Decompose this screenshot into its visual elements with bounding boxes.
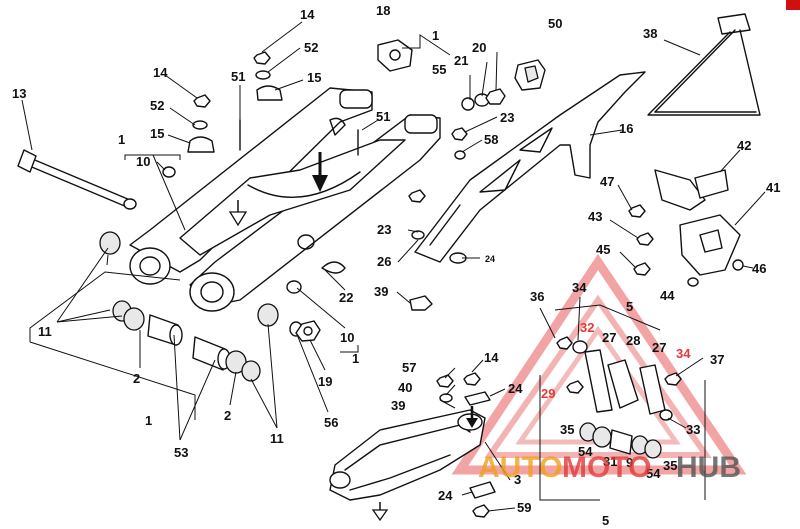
paddock-stand bbox=[647, 13, 761, 116]
callout-36: 36 bbox=[530, 289, 544, 304]
callout-40: 40 bbox=[398, 380, 412, 395]
callout-58: 58 bbox=[484, 132, 498, 147]
callout-39: 39 bbox=[391, 398, 405, 413]
callout-2: 2 bbox=[133, 371, 140, 386]
callout-labels: 13 14 52 15 1 10 51 14 52 15 51 18 1 20 … bbox=[12, 3, 780, 528]
callout-1: 1 bbox=[352, 351, 359, 366]
sensor-bracket bbox=[628, 169, 744, 287]
callout-35: 35 bbox=[663, 458, 677, 473]
pivot-axle bbox=[17, 149, 137, 210]
callout-50: 50 bbox=[548, 16, 562, 31]
swingarm bbox=[129, 87, 441, 312]
watermark-part-3: HUB bbox=[676, 451, 741, 484]
chain-guard bbox=[414, 71, 646, 263]
callout-10: 10 bbox=[340, 330, 354, 345]
callout-46: 46 bbox=[752, 261, 766, 276]
callout-47: 47 bbox=[600, 174, 614, 189]
callout-35: 35 bbox=[560, 422, 574, 437]
callout-54: 54 bbox=[646, 466, 661, 481]
callout-53: 53 bbox=[174, 445, 188, 460]
callout-31: 31 bbox=[603, 454, 617, 469]
callout-23: 23 bbox=[500, 110, 514, 125]
callout-27: 27 bbox=[602, 330, 616, 345]
callout-24: 24 bbox=[438, 488, 453, 503]
watermark-text: AUTO MOTO HUB bbox=[478, 451, 741, 484]
callout-26: 26 bbox=[377, 254, 391, 269]
axle-fasteners bbox=[408, 88, 506, 311]
adjuster-block-50 bbox=[514, 59, 546, 91]
callout-11: 11 bbox=[270, 431, 284, 446]
callout-56: 56 bbox=[324, 415, 338, 430]
watermark-part-2: MOTO bbox=[562, 451, 651, 484]
callout-19: 19 bbox=[318, 374, 332, 389]
watermark-part-1: AUTO bbox=[478, 451, 562, 484]
callout-52: 52 bbox=[150, 98, 164, 113]
callout-18: 18 bbox=[376, 3, 390, 18]
callout-54: 54 bbox=[578, 444, 593, 459]
callout-51: 51 bbox=[231, 69, 245, 84]
callout-9: 9 bbox=[626, 455, 633, 470]
adjuster-block-18 bbox=[377, 39, 413, 72]
callout-22: 22 bbox=[339, 290, 353, 305]
callout-1: 1 bbox=[432, 28, 439, 43]
callout-38: 38 bbox=[643, 26, 657, 41]
callout-51: 51 bbox=[376, 109, 390, 124]
callout-29: 29 bbox=[541, 386, 555, 401]
callout-14: 14 bbox=[484, 350, 499, 365]
chain-slider bbox=[556, 336, 682, 459]
lower-link bbox=[329, 372, 496, 522]
callout-3: 3 bbox=[514, 472, 521, 487]
callout-1: 1 bbox=[118, 132, 125, 147]
callout-45: 45 bbox=[596, 242, 610, 257]
callout-11: 11 bbox=[38, 324, 52, 339]
callout-44: 44 bbox=[660, 288, 675, 303]
callout-41: 41 bbox=[766, 180, 780, 195]
callout-5: 5 bbox=[602, 513, 609, 528]
leader-lines bbox=[21, 21, 766, 512]
callout-2: 2 bbox=[224, 408, 231, 423]
callout-34: 34 bbox=[676, 346, 691, 361]
callout-24: 24 bbox=[485, 254, 495, 264]
callout-43: 43 bbox=[588, 209, 602, 224]
corner-marker bbox=[786, 0, 800, 10]
callout-42: 42 bbox=[737, 138, 751, 153]
callout-1: 1 bbox=[145, 413, 152, 428]
callout-15: 15 bbox=[307, 70, 321, 85]
callout-27: 27 bbox=[652, 340, 666, 355]
callout-14: 14 bbox=[300, 7, 315, 22]
callout-15: 15 bbox=[150, 126, 164, 141]
callout-52: 52 bbox=[304, 40, 318, 55]
top-fasteners bbox=[162, 51, 359, 178]
callout-20: 20 bbox=[472, 40, 486, 55]
callout-5: 5 bbox=[626, 299, 633, 314]
callout-23: 23 bbox=[377, 222, 391, 237]
callout-24: 24 bbox=[508, 381, 523, 396]
callout-21: 21 bbox=[454, 53, 468, 68]
bearing-set bbox=[99, 231, 346, 382]
callout-39: 39 bbox=[374, 284, 388, 299]
callout-10: 10 bbox=[136, 154, 150, 169]
callout-33: 33 bbox=[686, 422, 700, 437]
callout-59: 59 bbox=[517, 500, 531, 515]
callout-37: 37 bbox=[710, 352, 724, 367]
callout-32: 32 bbox=[580, 320, 594, 335]
callout-34: 34 bbox=[572, 280, 587, 295]
callout-57: 57 bbox=[402, 360, 416, 375]
callout-13: 13 bbox=[12, 86, 26, 101]
callout-14: 14 bbox=[153, 65, 168, 80]
callout-55: 55 bbox=[432, 62, 446, 77]
callout-28: 28 bbox=[626, 333, 640, 348]
callout-16: 16 bbox=[619, 121, 633, 136]
